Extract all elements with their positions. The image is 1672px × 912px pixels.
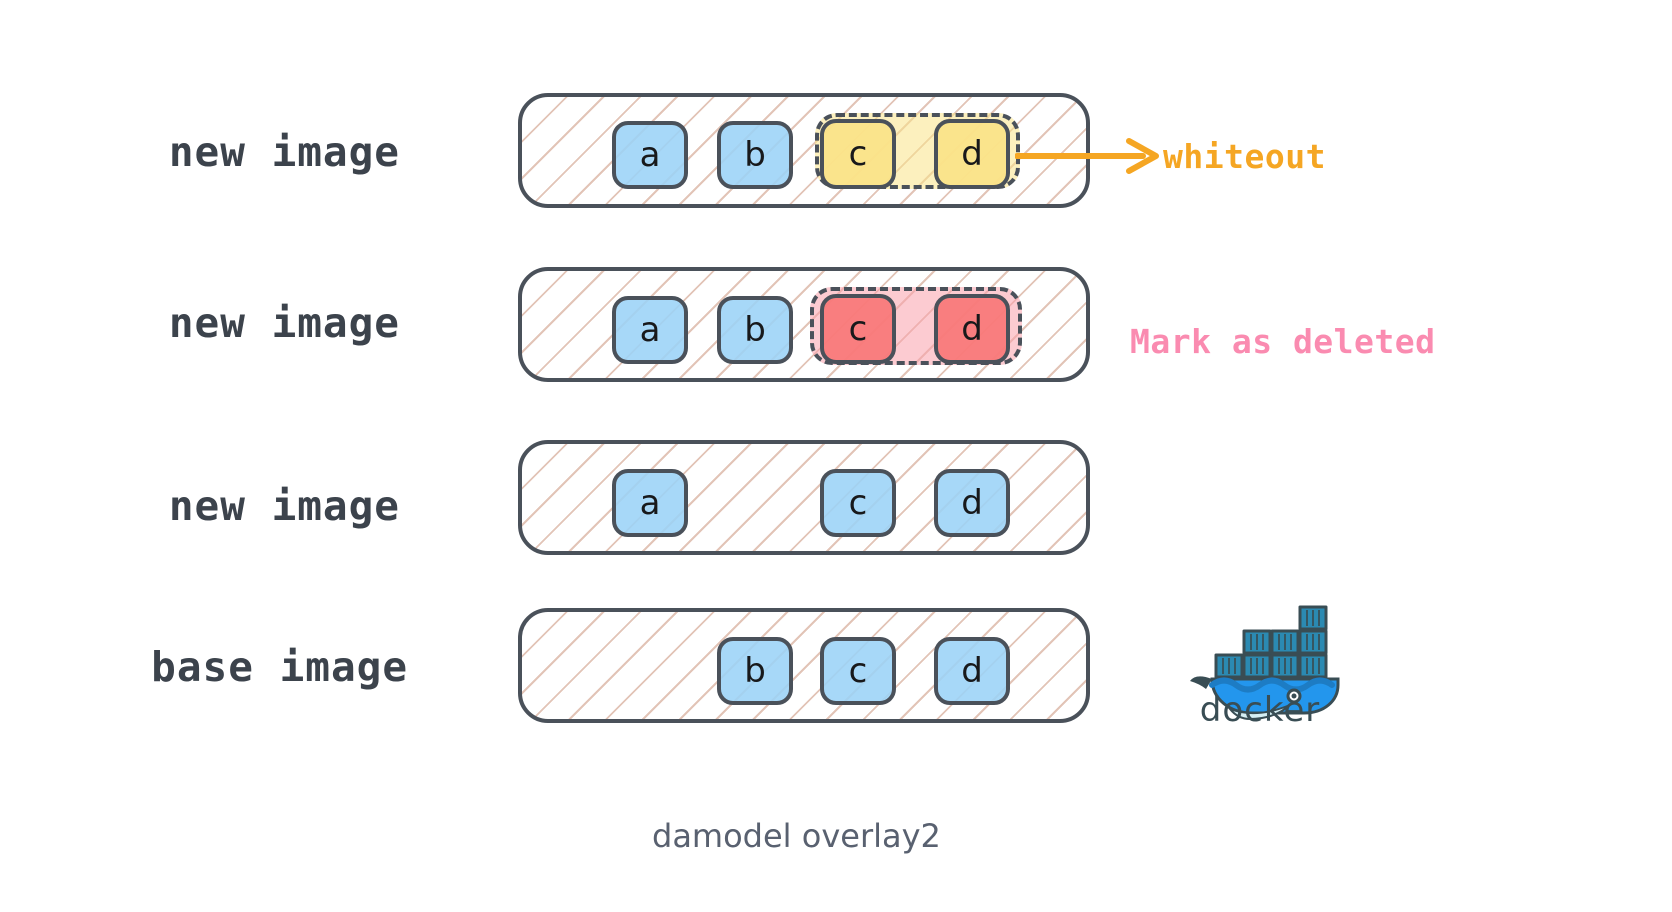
file-box-c[interactable]: c (820, 469, 896, 537)
file-box-b[interactable]: b (717, 637, 793, 705)
row-label-4: base image (151, 643, 408, 691)
file-box-c[interactable]: c (820, 294, 896, 364)
file-box-d[interactable]: d (934, 469, 1010, 537)
file-box-c[interactable]: c (820, 119, 896, 189)
docker-logo: docker (1190, 605, 1340, 723)
svg-text:docker: docker (1200, 690, 1320, 723)
file-box-b[interactable]: b (717, 296, 793, 364)
row-label-3: new image (168, 482, 400, 530)
file-box-a[interactable]: a (612, 296, 688, 364)
whiteout-arrow (1015, 138, 1159, 174)
file-box-d[interactable]: d (934, 294, 1010, 364)
file-box-a[interactable]: a (612, 121, 688, 189)
row-label-1: new image (168, 128, 400, 176)
file-box-d[interactable]: d (934, 119, 1010, 189)
file-box-b[interactable]: b (717, 121, 793, 189)
mark-as-deleted-annotation: Mark as deleted (1130, 322, 1436, 361)
file-box-a[interactable]: a (612, 469, 688, 537)
file-box-d[interactable]: d (934, 637, 1010, 705)
row-label-2: new image (168, 299, 400, 347)
file-box-c[interactable]: c (820, 637, 896, 705)
diagram-caption: damodel overlay2 (652, 817, 941, 855)
whiteout-annotation: whiteout (1163, 137, 1326, 176)
